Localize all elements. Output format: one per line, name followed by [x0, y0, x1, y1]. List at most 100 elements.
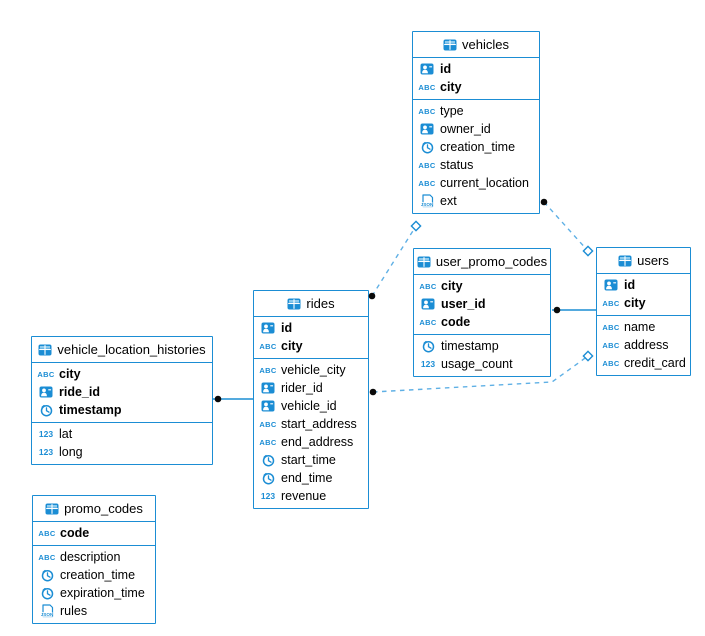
abc-glyph: ABC — [259, 419, 277, 429]
column-name: owner_id — [440, 122, 491, 136]
abc-glyph: ABC — [418, 160, 436, 170]
abc-glyph: ABC — [602, 322, 620, 332]
table-name: promo_codes — [64, 501, 143, 516]
column-name: code — [441, 315, 471, 329]
column-name: id — [281, 321, 293, 335]
column-name: rules — [60, 604, 88, 618]
table-header[interactable]: promo_codes — [33, 496, 155, 522]
abc-icon: ABC — [37, 367, 55, 381]
column-row-user_id[interactable]: user_id — [414, 295, 550, 313]
column-row-status[interactable]: ABC status — [413, 156, 539, 174]
cardinality-diamond-marker — [410, 220, 422, 232]
column-row-code[interactable]: ABC code — [414, 313, 550, 331]
column-name: city — [624, 296, 646, 310]
svg-text:JSON: JSON — [41, 612, 54, 617]
column-row-rider_id[interactable]: rider_id — [254, 379, 368, 397]
abc-icon: ABC — [418, 176, 436, 190]
relationship-vehicle_location_histories-rides[interactable] — [213, 395, 253, 403]
table-header[interactable]: rides — [254, 291, 368, 317]
id-badge-icon — [259, 381, 277, 395]
abc-icon: ABC — [418, 104, 436, 118]
column-row-expiration_time[interactable]: expiration_time — [33, 584, 155, 602]
column-name: address — [624, 338, 669, 352]
column-row-timestamp[interactable]: timestamp — [32, 401, 212, 419]
column-name: city — [440, 80, 462, 94]
column-name: user_id — [441, 297, 486, 311]
column-row-ride_id[interactable]: ride_id — [32, 383, 212, 401]
column-row-vehicle_id[interactable]: vehicle_id — [254, 397, 368, 415]
column-row-owner_id[interactable]: owner_id — [413, 120, 539, 138]
column-name: description — [60, 550, 121, 564]
123-icon: 123 — [37, 445, 55, 459]
relationship-user_promo_codes-users[interactable] — [552, 306, 596, 314]
column-row-id[interactable]: id — [254, 319, 368, 337]
table-header[interactable]: user_promo_codes — [414, 249, 550, 275]
column-row-rules[interactable]: JSON rules — [33, 602, 155, 620]
column-row-creation_time[interactable]: creation_time — [413, 138, 539, 156]
table-header[interactable]: vehicle_location_histories — [32, 337, 212, 363]
column-name: ride_id — [59, 385, 100, 399]
id-badge-icon — [419, 297, 437, 311]
column-row-end_time[interactable]: end_time — [254, 469, 368, 487]
column-name: lat — [59, 427, 73, 441]
table-header[interactable]: vehicles — [413, 32, 539, 58]
table-icon — [417, 255, 431, 269]
abc-icon: ABC — [602, 296, 620, 310]
abc-icon: ABC — [602, 320, 620, 334]
column-name: vehicle_id — [281, 399, 337, 413]
json-icon: JSON — [418, 194, 436, 208]
abc-icon: ABC — [602, 338, 620, 352]
column-name: code — [60, 526, 90, 540]
column-name: city — [441, 279, 463, 293]
column-row-start_time[interactable]: start_time — [254, 451, 368, 469]
clock-icon — [418, 140, 436, 154]
column-name: timestamp — [441, 339, 499, 353]
column-name: expiration_time — [60, 586, 145, 600]
column-row-address[interactable]: ABC address — [597, 336, 690, 354]
relationship-line[interactable] — [371, 225, 417, 297]
column-row-city[interactable]: ABC city — [597, 294, 690, 312]
column-row-id[interactable]: id — [413, 60, 539, 78]
column-row-id[interactable]: id — [597, 276, 690, 294]
id-badge-icon — [259, 321, 277, 335]
column-row-timestamp[interactable]: timestamp — [414, 337, 550, 355]
id-badge-icon — [37, 385, 55, 399]
123-glyph: 123 — [420, 359, 436, 369]
clock-icon — [259, 453, 277, 467]
column-name: status — [440, 158, 474, 172]
abc-icon: ABC — [419, 315, 437, 329]
column-name: creation_time — [60, 568, 136, 582]
table-header[interactable]: users — [597, 248, 690, 274]
relationship-line[interactable] — [543, 201, 589, 252]
column-row-creation_time[interactable]: creation_time — [33, 566, 155, 584]
